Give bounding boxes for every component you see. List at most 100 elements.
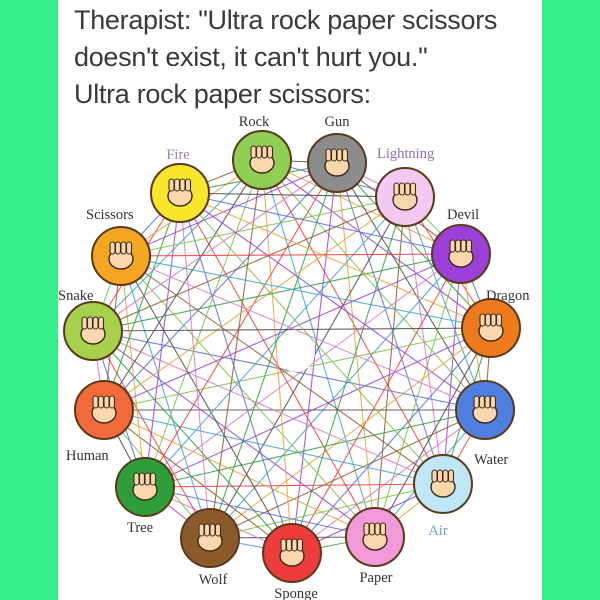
- connection-line: [374, 327, 492, 538]
- node-label-air: Air: [428, 523, 448, 539]
- connection-line: [209, 409, 486, 539]
- connection-line: [374, 253, 462, 538]
- connection-line: [144, 159, 263, 488]
- connection-line: [120, 255, 293, 554]
- flat-hand-icon: [362, 522, 388, 551]
- connection-line: [103, 162, 338, 411]
- connection-line: [261, 159, 486, 411]
- node-label-wolf: Wolf: [199, 572, 228, 588]
- connection-line: [374, 196, 406, 538]
- connection-line: [92, 159, 263, 332]
- node-label-human: Human: [66, 448, 109, 464]
- connection-line: [120, 196, 406, 257]
- connection-line: [144, 483, 444, 488]
- connection-line: [291, 162, 338, 554]
- gesture-node-wolf: Wolf: [180, 508, 240, 588]
- node-label-sponge: Sponge: [274, 586, 318, 600]
- connection-line: [291, 327, 492, 554]
- gesture-node-rock: Rock: [232, 114, 292, 190]
- node-label-rock: Rock: [239, 114, 270, 130]
- pointing-hand-icon: [91, 395, 117, 424]
- connection-line: [103, 409, 293, 554]
- curled-hand-icon: [279, 538, 305, 567]
- caption-line-1: Therapist: "Ultra rock paper scissors: [74, 5, 498, 35]
- connection-line: [92, 330, 444, 485]
- v-sign-icon: [108, 241, 134, 270]
- connection-line: [92, 196, 406, 332]
- connection-line: [92, 330, 376, 538]
- gesture-node-scissors: Scissors: [86, 207, 151, 286]
- connection-line: [261, 159, 444, 485]
- connection-line: [144, 409, 486, 488]
- node-label-snake: Snake: [58, 288, 93, 304]
- node-label-water: Water: [474, 452, 508, 468]
- node-label-scissors: Scissors: [86, 207, 134, 223]
- caption-line-2: doesn't exist, it can't hurt you.": [74, 42, 428, 72]
- cupped-hand-icon: [472, 395, 498, 424]
- connection-line: [92, 330, 293, 554]
- pinky-hand-icon: [392, 182, 418, 211]
- connection-line: [144, 162, 338, 488]
- horns-hand-icon: [448, 239, 474, 268]
- raised-forearm-icon: [132, 472, 158, 501]
- connection-line: [120, 255, 146, 488]
- connection-line: [336, 162, 486, 411]
- node-label-gun: Gun: [325, 114, 351, 130]
- connection-line: [179, 192, 293, 554]
- connection-line: [442, 253, 462, 485]
- meme-caption: Therapist: "Ultra rock paper scissors do…: [74, 2, 544, 113]
- connection-line: [291, 196, 406, 554]
- connection-line: [120, 255, 444, 485]
- connection-line: [103, 159, 263, 411]
- gesture-node-dragon: Dragon: [461, 288, 530, 358]
- claw-hand-icon: [478, 313, 504, 342]
- gesture-node-paper: Paper: [345, 507, 405, 586]
- connection-line: [103, 253, 462, 411]
- connection-line: [209, 162, 338, 539]
- open-palm-icon: [167, 178, 193, 207]
- gesture-node-snake: Snake: [58, 288, 123, 361]
- gesture-node-air: Air: [413, 454, 473, 539]
- connection-line: [144, 486, 376, 538]
- fist-icon: [249, 145, 275, 174]
- connection-line: [179, 192, 406, 198]
- connection-line: [291, 253, 462, 554]
- gesture-nodes: Rock GunLightningDevilDragonWaterAirPaper…: [58, 114, 530, 600]
- connection-line: [103, 196, 406, 411]
- connection-line: [179, 192, 462, 255]
- connection-line: [179, 192, 486, 411]
- connection-line: [144, 196, 406, 488]
- connection-line: [92, 327, 492, 332]
- gesture-node-human: Human: [66, 380, 134, 464]
- connection-line: [291, 409, 486, 554]
- connection-line: [103, 409, 444, 485]
- connection-line: [120, 255, 376, 538]
- connection-line: [404, 196, 486, 411]
- gesture-node-devil: Devil: [431, 207, 491, 284]
- connection-line: [261, 159, 462, 255]
- connection-line: [120, 162, 338, 257]
- connection-line: [144, 327, 492, 488]
- connection-line: [209, 253, 462, 539]
- connection-line: [144, 192, 181, 488]
- connection-line: [404, 196, 444, 485]
- finger-gun-icon: [324, 148, 350, 177]
- connection-line: [179, 192, 444, 485]
- gesture-node-sponge: Sponge: [262, 523, 322, 600]
- connection-line: [92, 253, 462, 332]
- connection-line: [336, 162, 444, 485]
- gesture-node-water: Water: [455, 380, 515, 468]
- connection-line: [336, 162, 492, 329]
- node-label-lightning: Lightning: [377, 146, 434, 162]
- connection-line: [209, 327, 492, 539]
- node-label-devil: Devil: [447, 207, 479, 223]
- gesture-node-lightning: Lightning: [375, 146, 435, 227]
- connection-line: [120, 255, 211, 539]
- connection-line: [120, 253, 462, 257]
- connection-line: [179, 192, 211, 539]
- gesture-node-fire: Fire: [150, 147, 210, 223]
- node-label-paper: Paper: [359, 570, 392, 586]
- node-label-dragon: Dragon: [486, 288, 530, 304]
- caption-line-3: Ultra rock paper scissors:: [74, 79, 371, 109]
